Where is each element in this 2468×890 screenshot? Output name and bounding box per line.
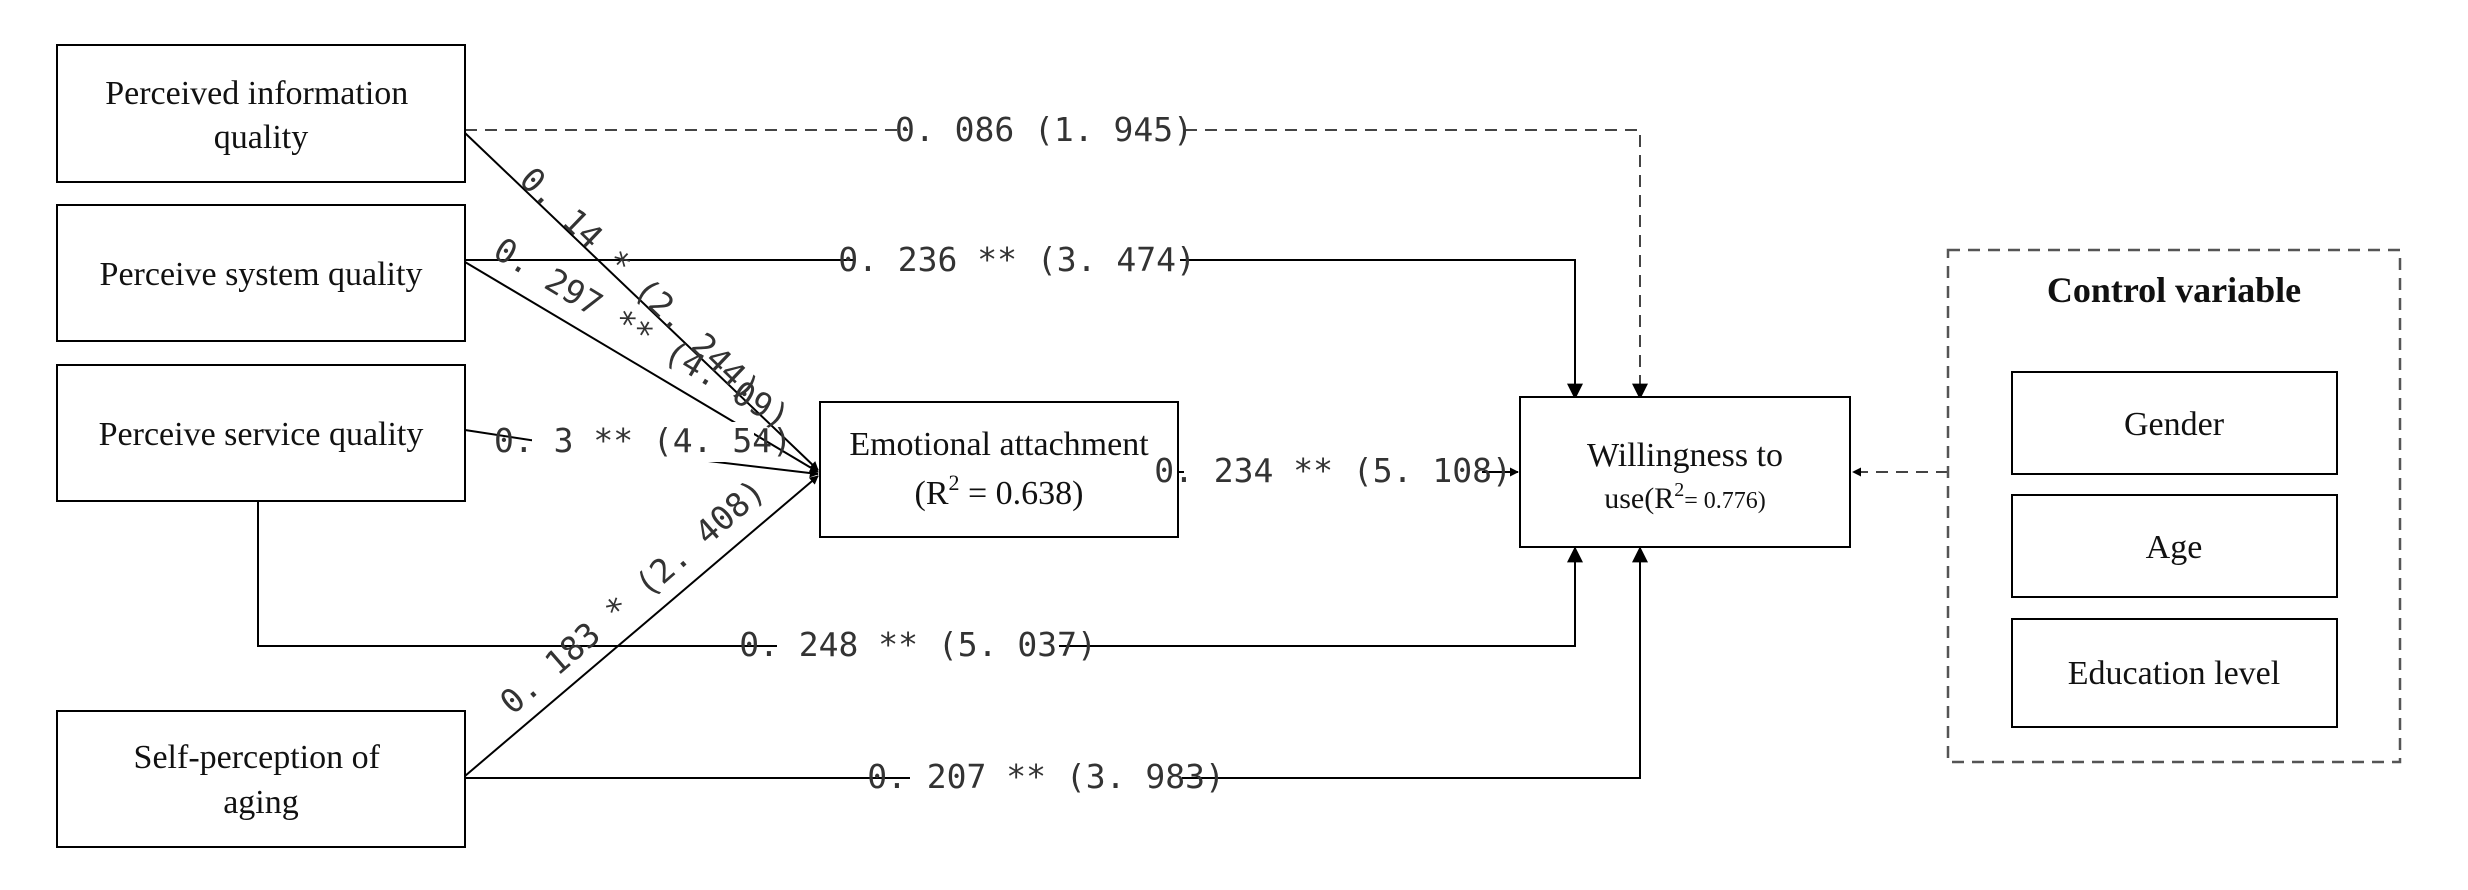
node-perceive-system-quality (56, 204, 466, 342)
coef-emotional-to-willingness: 0. 234 ** (5. 108) (1154, 451, 1512, 490)
path-system-to-willingness (465, 259, 1583, 400)
self-aging-label-line2: aging (223, 784, 299, 821)
node-emotional-attachment (819, 401, 1179, 538)
info-quality-label: Perceived information quality (105, 75, 417, 156)
node-perceive-service-quality (56, 364, 466, 502)
coef-info-to-willingness: 0. 086 (1. 945) (895, 110, 1193, 149)
willingness-label-line1: Willingness to (1587, 437, 1783, 474)
info-quality-label-line1: Perceived information (105, 75, 408, 112)
label-mask-info-to-will (908, 108, 1180, 150)
path-service-to-emotional (464, 429, 819, 478)
control-variable-group (1946, 248, 2402, 764)
control-item-gender-box (2011, 371, 2338, 475)
willingness-label: Willingness to (1587, 437, 1783, 474)
self-aging-label: Self-perception of aging (134, 739, 389, 821)
control-item-education: Education level (2068, 655, 2280, 692)
control-item-age: Age (2146, 529, 2203, 566)
path-info-to-willingness (465, 129, 1648, 400)
control-item-age-box (2011, 494, 2338, 598)
coef-aging-to-emotional: 0. 183 * (2. 408) (492, 471, 773, 722)
label-mask-service-to-will (777, 625, 1059, 667)
self-aging-label-line1: Self-perception of (134, 739, 381, 776)
node-willingness-to-use (1519, 396, 1851, 548)
node-perceived-information-quality (56, 44, 466, 183)
coef-aging-to-willingness: 0. 207 ** (3. 983) (867, 757, 1225, 796)
coef-service-to-willingness: 0. 248 ** (5. 037) (739, 625, 1097, 664)
emotional-label: Emotional attachment (849, 426, 1149, 463)
info-quality-label-line2: quality (214, 119, 308, 156)
control-item-gender: Gender (2124, 406, 2225, 443)
coef-system-to-willingness: 0. 236 ** (3. 474) (838, 240, 1196, 279)
system-quality-label: Perceive system quality (100, 256, 423, 293)
path-info-to-emotional (464, 132, 819, 471)
node-self-perception-of-aging (56, 710, 466, 848)
path-aging-to-emotional (464, 475, 819, 777)
control-item-education-box (2011, 618, 2338, 728)
path-system-to-emotional (464, 261, 819, 473)
emotional-r2: (R2 = 0.638) (915, 470, 1084, 512)
label-mask-service-to-emo (532, 422, 754, 462)
control-variable-title: Control variable (2047, 270, 2301, 310)
coef-service-to-emotional: 0. 3 ** (4. 54) (494, 421, 792, 460)
label-mask-emo-to-will (1184, 452, 1482, 492)
service-quality-label: Perceive service quality (99, 416, 424, 453)
label-mask-aging-to-will (910, 757, 1182, 799)
label-mask-system-to-will (855, 238, 1180, 282)
path-aging-to-willingness (465, 546, 1648, 779)
willingness-r2: use(R2= 0.776) (1604, 479, 1766, 515)
emotional-label-line1: Emotional attachment (849, 426, 1149, 463)
